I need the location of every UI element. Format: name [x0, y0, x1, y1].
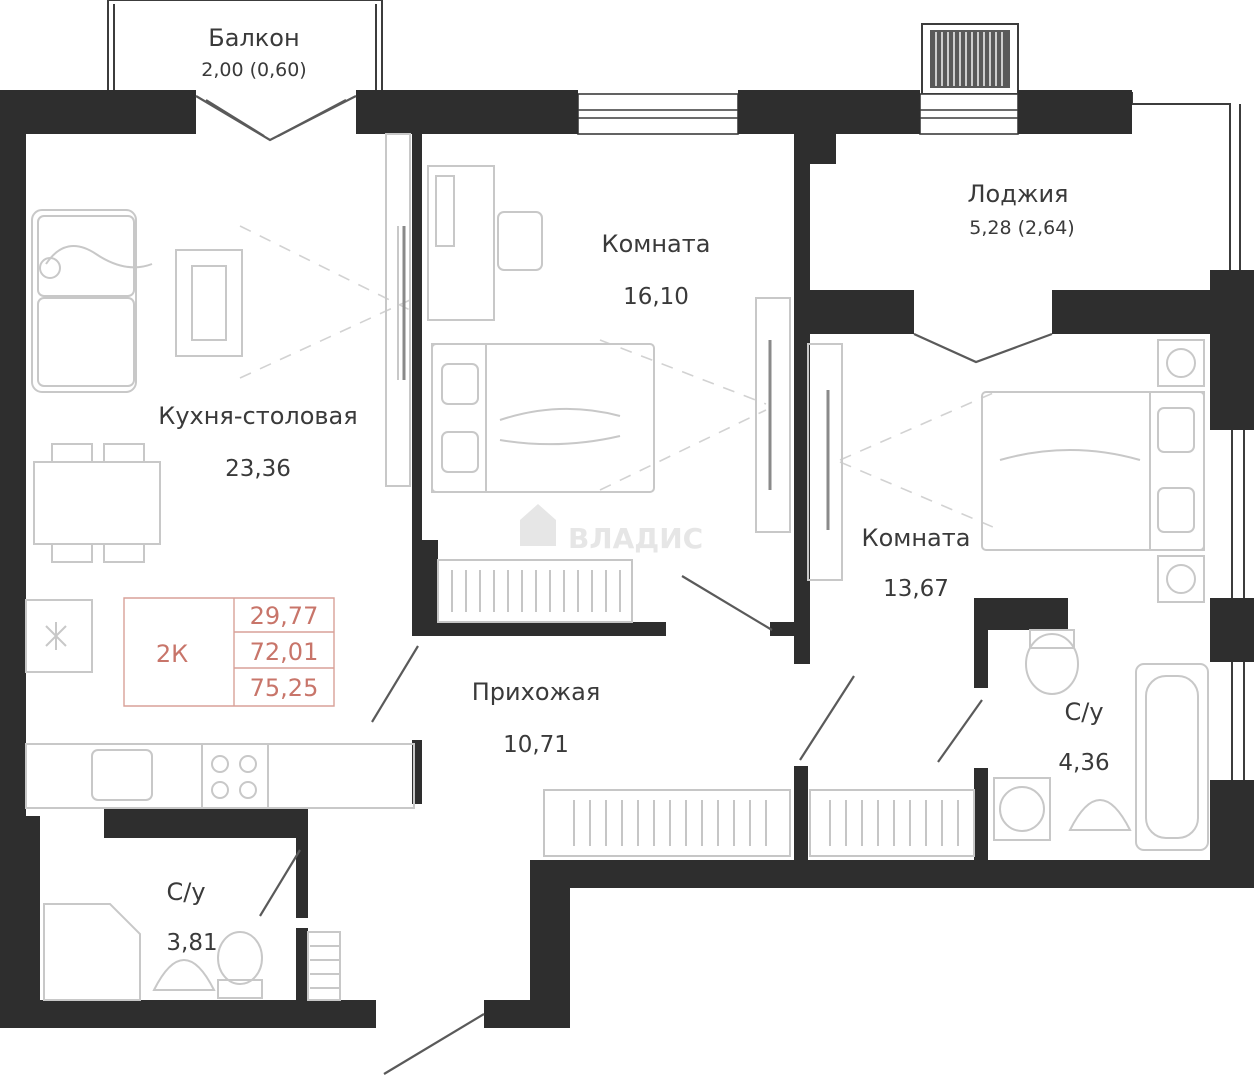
apartment-type: 2К — [156, 640, 188, 668]
doors — [195, 95, 1053, 1075]
kitchen-furniture — [25, 133, 415, 809]
living-area: 29,77 — [250, 602, 319, 630]
balcony-area: 2,00 (0,60) — [201, 59, 306, 81]
loggia-name: Лоджия — [968, 180, 1069, 208]
bath1-area: 4,36 — [1058, 750, 1109, 776]
bath2-area: 3,81 — [166, 930, 217, 956]
kitchen-name: Кухня-столовая — [158, 402, 357, 430]
ventilation-grille — [921, 23, 1019, 95]
balcony-name: Балкон — [208, 24, 299, 52]
room2-name: Комната — [862, 524, 971, 552]
room1-name: Комната — [602, 230, 711, 258]
hall-radiators — [543, 789, 975, 857]
hall-name: Прихожая — [472, 678, 601, 706]
room1-area: 16,10 — [623, 284, 689, 310]
kitchen-area: 23,36 — [225, 456, 291, 482]
hall-area: 10,71 — [503, 732, 569, 758]
loggia-outline — [1131, 92, 1245, 780]
room1-furniture — [427, 165, 791, 623]
total-area: 72,01 — [250, 638, 319, 666]
bath2-name: С/у — [166, 878, 205, 906]
bath1-name: С/у — [1064, 698, 1103, 726]
view-lines — [239, 225, 1001, 531]
room2-area: 13,67 — [883, 576, 949, 602]
bath1-fixtures — [43, 903, 341, 1001]
balcony-outline — [107, 0, 383, 92]
total-with-balcony: 75,25 — [250, 674, 319, 702]
loggia-area: 5,28 (2,64) — [969, 217, 1074, 239]
watermark-text: ВЛАДИС — [568, 522, 703, 555]
walls — [0, 90, 1254, 1028]
windows — [196, 93, 1019, 135]
watermark: ВЛАДИС — [520, 504, 703, 555]
bath2-fixtures — [993, 629, 1209, 851]
room2-furniture — [807, 339, 1205, 603]
summary-box — [123, 597, 335, 707]
